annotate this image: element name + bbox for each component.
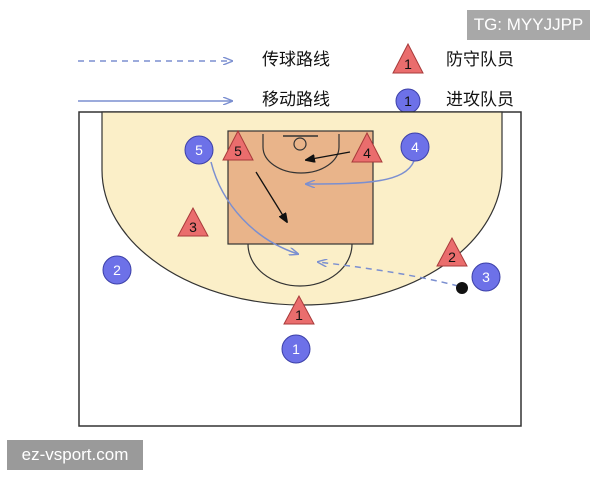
attacker-label: 进攻队员: [446, 90, 514, 110]
svg-text:3: 3: [189, 219, 197, 235]
watermark-top-right: TG: MYYJJPP: [467, 10, 590, 40]
free-throw-arc: [247, 243, 353, 287]
move-route-4-to-key: [306, 160, 415, 184]
svg-text:2: 2: [448, 249, 456, 265]
attacker-2: 2: [102, 255, 132, 285]
svg-text:5: 5: [195, 142, 203, 158]
svg-text:4: 4: [411, 139, 419, 155]
defender-5-movement: [255, 171, 287, 222]
svg-text:1: 1: [404, 93, 412, 109]
defender-3: 3: [177, 206, 209, 237]
svg-text:4: 4: [363, 145, 371, 161]
key-area: [227, 130, 374, 245]
attacker-5: 5: [184, 135, 214, 165]
ball: [456, 282, 468, 294]
attacker-legend-symbol: 1: [395, 88, 421, 114]
watermark-bottom-left: ez-vsport.com: [7, 440, 143, 470]
svg-text:5: 5: [234, 143, 242, 159]
svg-text:3: 3: [482, 269, 490, 285]
attacker-4: 4: [400, 132, 430, 162]
defender-label: 防守队员: [446, 50, 514, 70]
attacker-1: 1: [281, 334, 311, 364]
defender-5: 5: [222, 129, 254, 161]
pass-route-label: 传球路线: [262, 50, 330, 70]
defender-legend-symbol: 1: [392, 42, 424, 74]
defender-2: 2: [436, 236, 468, 267]
hoop: [293, 137, 307, 151]
svg-text:1: 1: [292, 341, 300, 357]
move-route-label: 移动路线: [262, 90, 330, 110]
svg-text:1: 1: [404, 56, 412, 72]
defender-4-movement: [306, 151, 351, 160]
svg-text:1: 1: [295, 307, 303, 323]
defender-4: 4: [351, 131, 383, 163]
move-route-5-to-post: [210, 161, 298, 254]
defender-1: 1: [283, 294, 315, 325]
restricted-area-arc: [262, 134, 340, 174]
attacker-3: 3: [471, 262, 501, 292]
pass-route-3-to-post: [318, 262, 459, 287]
svg-text:2: 2: [113, 262, 121, 278]
